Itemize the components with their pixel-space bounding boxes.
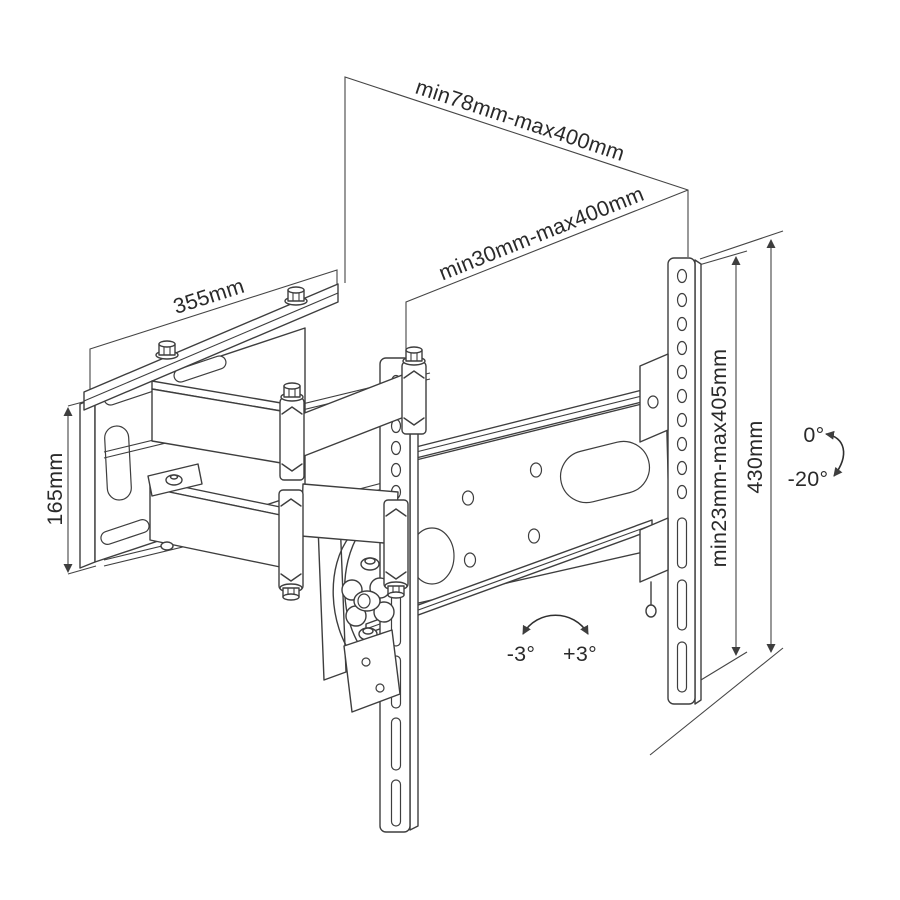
wall-pivot-bolt-small [160,541,174,551]
angle-annotations [522,430,845,635]
swivel-right-label: +3° [563,642,597,666]
upper-elbow-bolt [280,382,304,402]
crossbar-bolt-right [284,286,308,306]
swivel-arrow-arc [522,614,589,635]
upper-rail-hinge-bolt [402,346,426,366]
wall-plate-side-face [79,397,96,569]
dim-rail-height-label: 430mm [743,420,767,493]
upper-arm-rail-hinge [401,361,427,435]
lower-elbow-nut [279,583,303,601]
dim-depth-outer-label: min78mm-max400mm [413,75,628,166]
dim-rail-height-leader [649,230,784,756]
dim-wall-plate-width-leader [89,269,338,391]
dim-vesa-range-label: min23mm-max405mm [707,349,731,568]
dim-depth-outer-leader [344,76,689,283]
crossbar-bolt-left [155,340,179,360]
top-bracket-hole [647,395,659,409]
locking-screw-head [645,604,657,618]
right-vesa-rail [639,257,702,705]
upper-arm-elbow-hinge [279,397,305,481]
crossbar-fold-line [83,292,339,402]
lower-arm-rail-hinge [383,499,409,589]
tilt-lower-label: -20° [788,467,829,491]
tilt-arrow-arc [825,430,845,477]
dim-depth-inner-label: min30mm-max400mm [435,182,647,285]
dim-wall-plate-height-label: 165mm [43,452,67,525]
right-rail-bottom-bracket [639,517,669,583]
right-rail-slot-pattern [676,517,688,693]
upper-arm [151,346,427,481]
tilt-upper-label: 0° [803,423,824,447]
right-rail-hole-pattern [676,268,688,500]
beam-hole-pattern [461,462,543,568]
lower-rail-hinge-nut [384,581,408,599]
dim-depth-inner-leader [405,189,689,350]
beam-oval-cutout [559,440,651,504]
lower-foot-bracket [343,629,401,713]
right-rail-front-face [667,257,696,705]
dim-wall-plate-width-label: 355mm [170,274,247,319]
right-rail-side-face [694,259,702,705]
support-beam [365,383,671,635]
lower-arm [147,463,409,601]
swivel-left-label: -3° [507,642,536,666]
dimension-leaders [63,76,784,756]
knob-back-plate [317,517,347,681]
